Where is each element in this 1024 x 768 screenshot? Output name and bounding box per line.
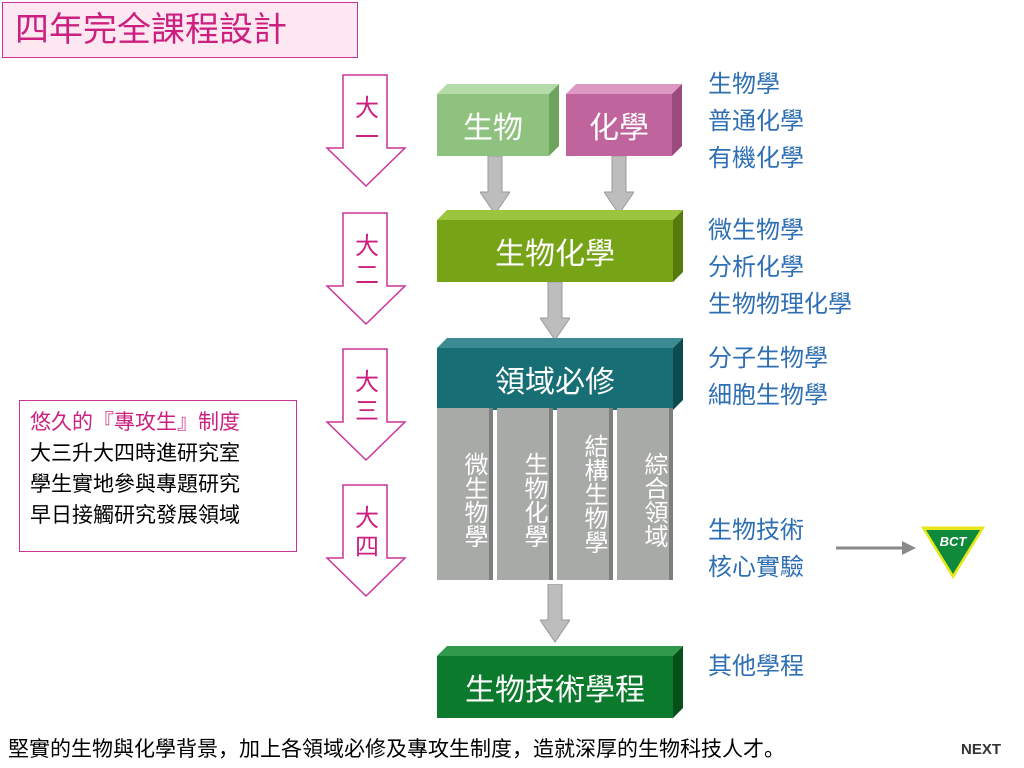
course-item: 微生物學 xyxy=(708,216,804,244)
column-label: 結構生物學 xyxy=(580,434,608,554)
biochem-box-shape xyxy=(437,210,683,282)
year-label-4: 大四 xyxy=(355,504,379,561)
year-label-3: 大三 xyxy=(355,368,379,425)
other-programs: 其他學程 xyxy=(708,648,804,685)
course-item: 普通化學 xyxy=(708,107,804,135)
course-item: 有機化學 xyxy=(708,144,804,172)
year-label-1: 大一 xyxy=(355,94,379,151)
arrow-biology-to-biochem xyxy=(480,156,510,215)
bct-badge-icon[interactable]: BCT xyxy=(918,524,988,582)
course-item: 生物物理化學 xyxy=(708,290,852,318)
summary-text: 堅實的生物與化學背景，加上各領域必修及專攻生制度，造就深厚的生物科技人才。 xyxy=(8,737,785,761)
course-item: 其他學程 xyxy=(708,652,804,680)
note-title: 悠久的『專攻生』制度 xyxy=(30,410,240,434)
column-microbiology: 微生物學 xyxy=(437,408,493,580)
core-box-shape xyxy=(437,338,683,410)
column-structural-biology: 結構生物學 xyxy=(557,408,613,580)
program-box: 生物技術學程 xyxy=(465,673,645,708)
note-line: 早日接觸研究發展領域 xyxy=(30,503,240,527)
year-arrow-4 xyxy=(325,484,407,598)
arrow-core-to-program xyxy=(540,584,570,643)
year3-courses: 分子生物學 細胞生物學 xyxy=(708,340,828,414)
column-label: 綜合領域 xyxy=(640,452,668,548)
column-label: 生物化學 xyxy=(520,452,548,548)
arrow-chemistry-to-biochem xyxy=(604,156,634,215)
column-integrated: 綜合領域 xyxy=(617,408,673,580)
year2-courses: 微生物學 分析化學 生物物理化學 xyxy=(708,212,852,323)
year-label-2: 大二 xyxy=(355,232,379,289)
chemistry-box: 化學 xyxy=(589,111,649,146)
chemistry-box-shape xyxy=(566,84,682,156)
course-item: 生物技術 xyxy=(708,516,804,544)
course-item: 核心實驗 xyxy=(708,553,804,581)
core-box: 領域必修 xyxy=(495,365,615,400)
next-button[interactable]: NEXT xyxy=(961,741,1002,758)
program-box-shape xyxy=(437,646,683,718)
year4-courses: 生物技術 核心實驗 xyxy=(708,512,804,586)
year-arrow-3 xyxy=(325,348,407,462)
course-item: 分子生物學 xyxy=(708,344,828,372)
note-line: 學生實地參與專題研究 xyxy=(30,472,240,496)
biology-box-shape xyxy=(437,84,559,156)
note-line: 大三升大四時進研究室 xyxy=(30,441,240,465)
column-label: 微生物學 xyxy=(460,452,488,548)
year1-courses: 生物學 普通化學 有機化學 xyxy=(708,66,804,177)
course-item: 細胞生物學 xyxy=(708,381,828,409)
bct-badge-text: BCT xyxy=(940,534,968,549)
arrow-to-badge xyxy=(836,541,916,555)
year-arrow-2 xyxy=(325,212,407,326)
course-item: 分析化學 xyxy=(708,253,804,281)
biochem-box: 生物化學 xyxy=(495,237,615,272)
column-biochemistry: 生物化學 xyxy=(497,408,553,580)
course-item: 生物學 xyxy=(708,70,780,98)
note-box: 悠久的『專攻生』制度 大三升大四時進研究室 學生實地參與專題研究 早日接觸研究發… xyxy=(19,400,297,552)
year-arrow-1 xyxy=(325,74,407,188)
biology-box: 生物 xyxy=(463,111,523,146)
arrow-biochem-to-core xyxy=(540,282,570,341)
page-title: 四年完全課程設計 xyxy=(2,2,358,58)
